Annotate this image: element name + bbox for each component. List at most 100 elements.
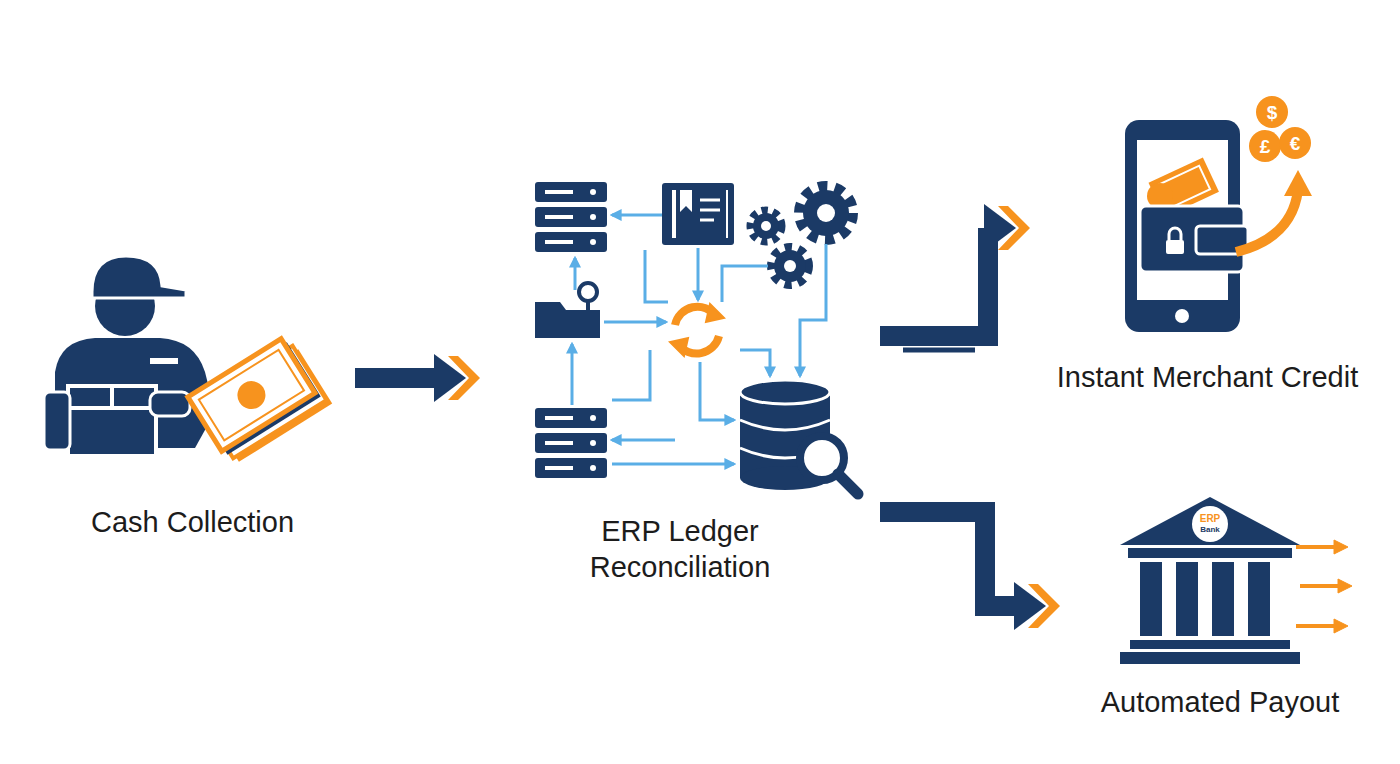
phone-wallet-icon <box>1284 170 1312 196</box>
courier-icon <box>68 386 156 408</box>
phone-wallet-icon <box>1279 127 1311 159</box>
data-flow-lines <box>645 250 668 302</box>
arrow-head <box>984 204 1016 252</box>
step-caption: ERP Ledger Reconciliation <box>550 513 810 585</box>
server-stack <box>590 440 596 446</box>
bank-icon <box>1296 624 1336 628</box>
gears <box>784 260 796 272</box>
cash-stack <box>232 376 271 415</box>
database-icon <box>740 380 858 494</box>
bank-icon <box>1296 545 1336 549</box>
currency-symbol: € <box>1290 134 1301 153</box>
data-flow-lines <box>800 244 826 376</box>
gears <box>753 213 779 239</box>
step-caption: Automated Payout <box>1060 684 1380 720</box>
phone-wallet-icon <box>1236 190 1298 252</box>
credit-step: Instant Merchant Credit <box>1030 90 1385 395</box>
data-flow-lines <box>722 266 768 302</box>
arrow-head <box>1014 582 1046 630</box>
gears <box>761 221 771 231</box>
server-stack <box>590 189 596 195</box>
gears <box>803 190 849 236</box>
courier-icon <box>44 256 215 456</box>
bank-icon <box>1120 652 1300 664</box>
flow-arrow <box>880 204 1030 336</box>
data-flow-lines <box>571 344 574 405</box>
phone-wallet-icon <box>1175 309 1189 323</box>
server-stack <box>535 408 607 478</box>
courier-icon <box>150 392 190 416</box>
bank-icon <box>1130 640 1290 649</box>
data-flow-lines <box>572 215 826 464</box>
currency-symbol: £ <box>1260 137 1271 156</box>
gears <box>800 187 852 239</box>
phone-wallet-icon <box>1125 96 1312 332</box>
sync-icon <box>670 304 724 356</box>
phone-wallet-icon <box>1166 240 1184 254</box>
server-stack <box>590 465 596 471</box>
step-caption: Instant Merchant Credit <box>1030 359 1385 395</box>
accent-line <box>903 348 975 353</box>
database-icon <box>740 380 830 404</box>
cash-stack <box>188 339 315 452</box>
phone-wallet-icon <box>1249 130 1281 162</box>
data-flow-lines <box>700 362 734 420</box>
arrow-chevron <box>1028 584 1060 628</box>
gears <box>774 250 806 282</box>
bank-icon <box>1176 562 1198 636</box>
sync-icon <box>706 304 724 322</box>
courier-icon <box>92 256 186 298</box>
gears <box>751 211 781 241</box>
sync-icon <box>670 338 688 356</box>
gears <box>817 204 835 222</box>
bank-icon <box>1338 579 1352 593</box>
courier-icon <box>68 386 156 456</box>
folder-icon <box>535 302 600 338</box>
phone-wallet-icon <box>1169 228 1181 240</box>
bank-icon <box>1334 540 1348 554</box>
server-stack <box>590 214 596 220</box>
arrow-shaft <box>880 228 988 336</box>
arrow-chevron <box>998 206 1030 250</box>
server-stack <box>545 418 573 468</box>
courier-icon <box>44 392 70 450</box>
flow-arrow <box>880 512 1060 630</box>
bank-icon <box>1248 562 1270 636</box>
data-flow-lines <box>612 439 675 442</box>
cash-stack <box>199 350 304 441</box>
ledger-book <box>672 190 728 238</box>
ledger-book <box>662 183 734 245</box>
arrow-head <box>434 354 466 402</box>
flow-arrow <box>355 354 480 402</box>
bank-icon <box>1120 497 1300 545</box>
ledger-book <box>700 200 720 220</box>
arrow-chevron <box>448 356 480 400</box>
server-stack <box>535 182 607 252</box>
data-flow-lines <box>604 321 666 324</box>
ledger-book <box>676 190 726 238</box>
bank-icon <box>1128 548 1292 558</box>
cash-stack <box>188 334 332 467</box>
bank-icon <box>1140 562 1162 636</box>
data-flow-lines <box>740 350 770 376</box>
server-stack <box>590 239 596 245</box>
bank-icon <box>1120 497 1352 664</box>
data-flow-lines <box>697 248 700 300</box>
ledger-book <box>680 190 692 212</box>
gears <box>751 187 852 284</box>
folder-icon <box>586 301 590 310</box>
payout-step: Automated Payout <box>1060 495 1380 720</box>
ledger-book <box>662 183 734 245</box>
server-stack <box>545 192 573 242</box>
folder-icon <box>535 283 600 338</box>
collection-step: Cash Collection <box>30 250 355 540</box>
server-stack <box>590 415 596 421</box>
data-flow-lines <box>612 214 662 217</box>
step-caption: Cash Collection <box>33 504 353 540</box>
data-flow-lines <box>612 463 734 466</box>
arrow-shaft <box>880 512 1018 606</box>
bank-icon <box>1296 540 1352 633</box>
bank-badge-text: ERP <box>1200 514 1221 524</box>
folder-icon <box>579 283 597 301</box>
